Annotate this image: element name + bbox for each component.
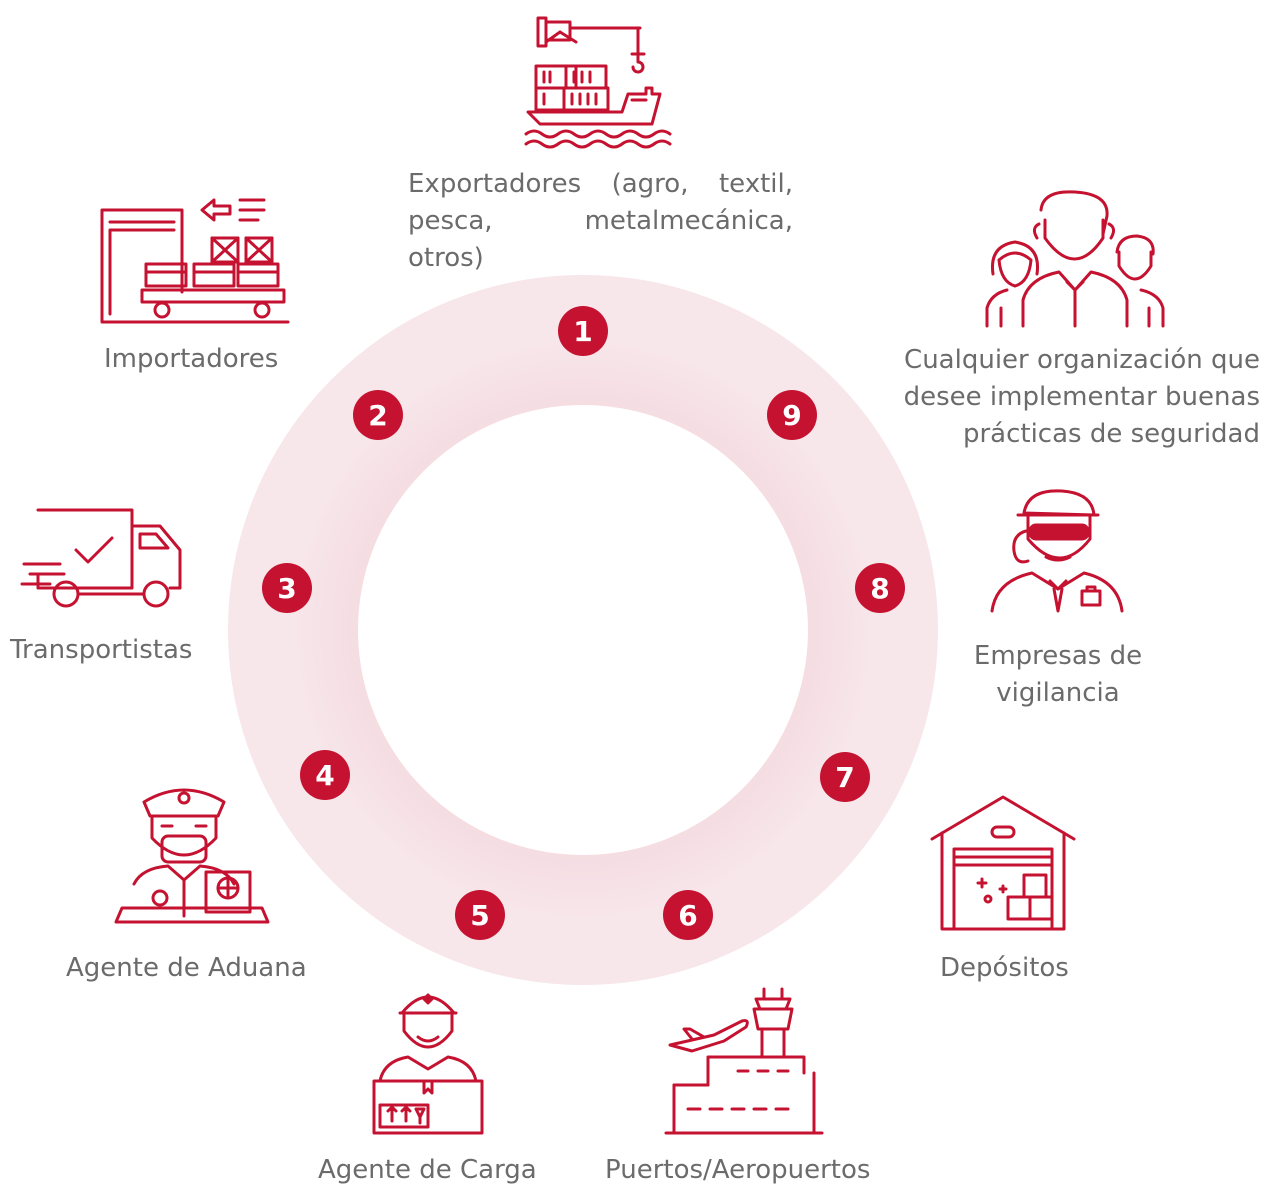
label-agente-aduana: Agente de Aduana xyxy=(66,953,307,983)
warehouse-icon xyxy=(928,793,1078,937)
warehouse-forklift-icon xyxy=(98,192,290,331)
label-puertos: Puertos/Aeropuertos xyxy=(605,1155,871,1185)
step-badge-9: 9 xyxy=(767,390,817,440)
airport-tower-icon xyxy=(664,985,824,1139)
security-guard-icon xyxy=(988,485,1128,619)
people-group-icon xyxy=(985,190,1165,334)
delivery-truck-icon xyxy=(20,506,190,620)
step-badge-2: 2 xyxy=(353,390,403,440)
cargo-agent-icon xyxy=(368,985,488,1139)
label-depositos: Depósitos xyxy=(940,953,1069,983)
label-importadores: Importadores xyxy=(104,344,279,374)
label-transportistas: Transportistas xyxy=(10,635,193,665)
step-badge-3: 3 xyxy=(262,563,312,613)
step-badge-6: 6 xyxy=(663,890,713,940)
step-badge-4: 4 xyxy=(300,750,350,800)
cargo-ship-crane-icon xyxy=(520,14,672,153)
label-exportadores: Exportadores (agro, textil, pesca, metal… xyxy=(408,169,793,273)
customs-officer-icon xyxy=(112,780,272,929)
step-badge-1: 1 xyxy=(558,306,608,356)
label-agente-carga: Agente de Carga xyxy=(318,1155,537,1185)
label-vigilancia: Empresas de vigilancia xyxy=(973,641,1143,708)
label-organizacion: Cualquier organización que desee impleme… xyxy=(903,345,1260,449)
step-badge-8: 8 xyxy=(855,563,905,613)
step-badge-5: 5 xyxy=(455,890,505,940)
step-badge-7: 7 xyxy=(820,752,870,802)
